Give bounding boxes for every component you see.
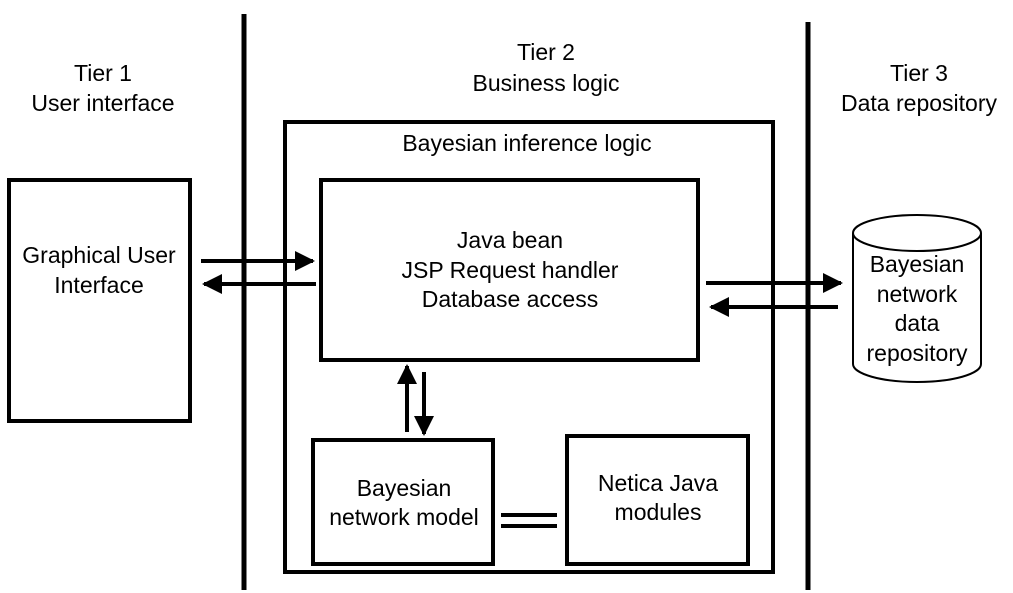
tier2-subtitle: Business logic [472,70,619,96]
java-bean-line2: JSP Request handler [402,257,619,283]
java-bean-line3: Database access [422,286,598,312]
repository-line2: network [877,281,958,307]
data-repository-cylinder-icon: Bayesian network data repository [852,214,982,383]
bn-model-line1: Bayesian [357,475,452,501]
bayesian-network-model-box: Bayesian network model [311,438,495,566]
netica-line1: Netica Java [598,470,718,496]
java-bean-line1: Java bean [457,227,563,253]
gui-box: Graphical User Interface [7,178,192,423]
tier3-title: Tier 3 [890,60,948,86]
repository-line1: Bayesian [870,251,965,277]
tier1-title: Tier 1 [74,60,132,86]
repository-line3: data [895,310,940,336]
java-bean-box: Java bean JSP Request handler Database a… [319,178,700,362]
repository-line4: repository [867,340,968,366]
inference-logic-title: Bayesian inference logic [402,130,651,156]
model-netica-connector [501,513,557,528]
gui-label-line1: Graphical User [22,242,176,268]
netica-line2: modules [615,499,702,525]
tier1-subtitle: User interface [31,90,174,116]
bn-model-line2: network model [329,504,479,530]
netica-java-modules-box: Netica Java modules [565,434,750,566]
inference-logic-container: Bayesian inference logic [283,120,775,574]
gui-label-line2: Interface [54,272,144,298]
tier3-subtitle: Data repository [841,90,997,116]
tier2-title: Tier 2 [517,39,575,65]
